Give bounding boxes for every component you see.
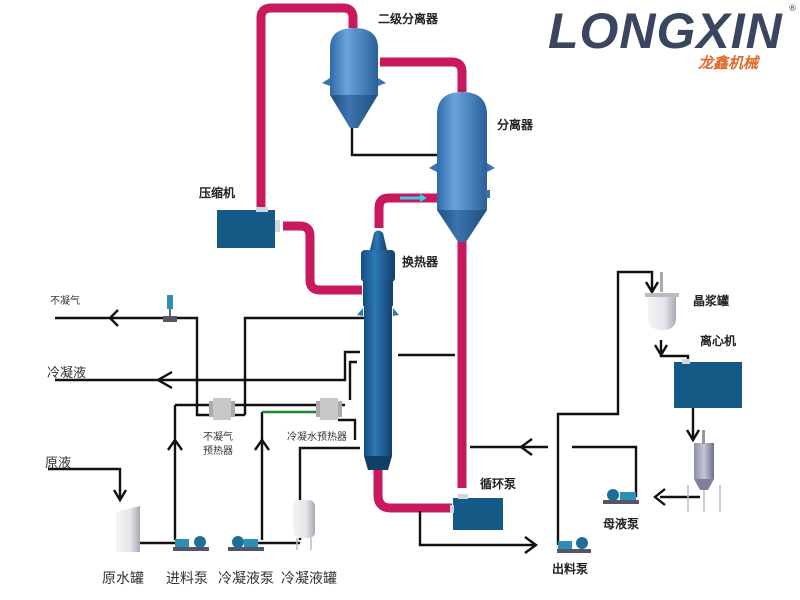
arrow-down-icon: [653, 344, 669, 358]
label-feed-pump: 进料泵: [166, 571, 208, 587]
label-centrifuge: 离心机: [700, 334, 737, 348]
noncondensable-preheater[interactable]: [209, 398, 235, 420]
logo-subtitle: 龙鑫机械: [698, 54, 759, 72]
arrow-left-icon: [155, 370, 173, 390]
label-condensate-tank: 冷凝液罐: [281, 571, 337, 587]
registered-mark: ®: [788, 4, 797, 14]
arrow-down-icon: [644, 281, 660, 295]
arrowheads: [108, 281, 701, 554]
label-separator: 分离器: [497, 118, 534, 132]
vent-valve-icon[interactable]: [163, 295, 177, 322]
label-noncondensable-preheater-1: 不凝气: [203, 432, 233, 443]
label-condensate-pump: 冷凝液泵: [218, 571, 274, 587]
pipe-secondary-to-separator: [380, 57, 467, 92]
label-circulation-pump: 循环泵: [480, 477, 517, 491]
label-raw-liquid: 原液: [45, 456, 72, 471]
arrow-right-icon: [524, 536, 539, 554]
pipe-exchanger-to-circulation-pump: [373, 470, 452, 513]
logo-wordmark: LONGXIN: [548, 3, 783, 59]
compressor-unit[interactable]: [217, 207, 280, 248]
centrifuge[interactable]: [674, 359, 742, 408]
arrow-left-icon: [518, 438, 533, 456]
feed-pump[interactable]: [173, 536, 209, 551]
arrow-down-icon: [112, 489, 128, 503]
raw-water-tank[interactable]: [116, 506, 140, 552]
pipe-compressor-to-exchanger: [283, 221, 362, 295]
discharge-pump[interactable]: [557, 537, 591, 553]
arrow-left-icon: [108, 309, 119, 327]
label-noncondensable-preheater-2: 预热器: [203, 446, 233, 457]
label-noncondensable-gas: 不凝气: [50, 296, 80, 307]
label-heat-exchanger: 换热器: [402, 255, 439, 269]
heat-exchanger-column[interactable]: [357, 230, 399, 471]
arrow-up-icon: [167, 437, 183, 451]
arrow-up-icon: [254, 437, 270, 451]
filter-vessel[interactable]: [687, 430, 721, 512]
mother-liquor-pump[interactable]: [603, 489, 639, 504]
slurry-tank[interactable]: [645, 272, 679, 330]
line-secondary-return: [350, 128, 438, 157]
label-condensate: 冷凝液: [47, 366, 87, 381]
arrow-down-icon: [685, 429, 701, 443]
label-raw-water-tank: 原水罐: [102, 571, 144, 587]
process-lines: [48, 128, 700, 547]
label-compressor: 压缩机: [199, 186, 236, 200]
pipe-separator-to-exchanger-top: [374, 193, 438, 228]
longxin-logo: LONGXIN 龙鑫机械 ®: [548, 2, 798, 74]
steam-pipes: [256, 3, 467, 513]
label-secondary-separator: 二级分离器: [378, 12, 439, 26]
label-mother-liquor-pump: 母液泵: [603, 517, 640, 531]
condensate-pump[interactable]: [228, 536, 264, 551]
label-condensate-preheater: 冷凝水预热器: [287, 432, 347, 443]
arrow-left-icon: [653, 488, 666, 506]
condensate-preheater[interactable]: [316, 398, 342, 420]
circulation-pump[interactable]: [450, 494, 503, 530]
flow-arrowhead-icon: [420, 194, 427, 202]
secondary-separator-vessel[interactable]: [322, 28, 386, 128]
label-discharge-pump: 出料泵: [552, 562, 589, 576]
pipe-compressor-to-secondary-separator: [256, 3, 358, 208]
separator-vessel[interactable]: [429, 92, 495, 242]
condensate-tank[interactable]: [293, 500, 315, 550]
label-slurry-tank: 晶浆罐: [693, 294, 730, 308]
